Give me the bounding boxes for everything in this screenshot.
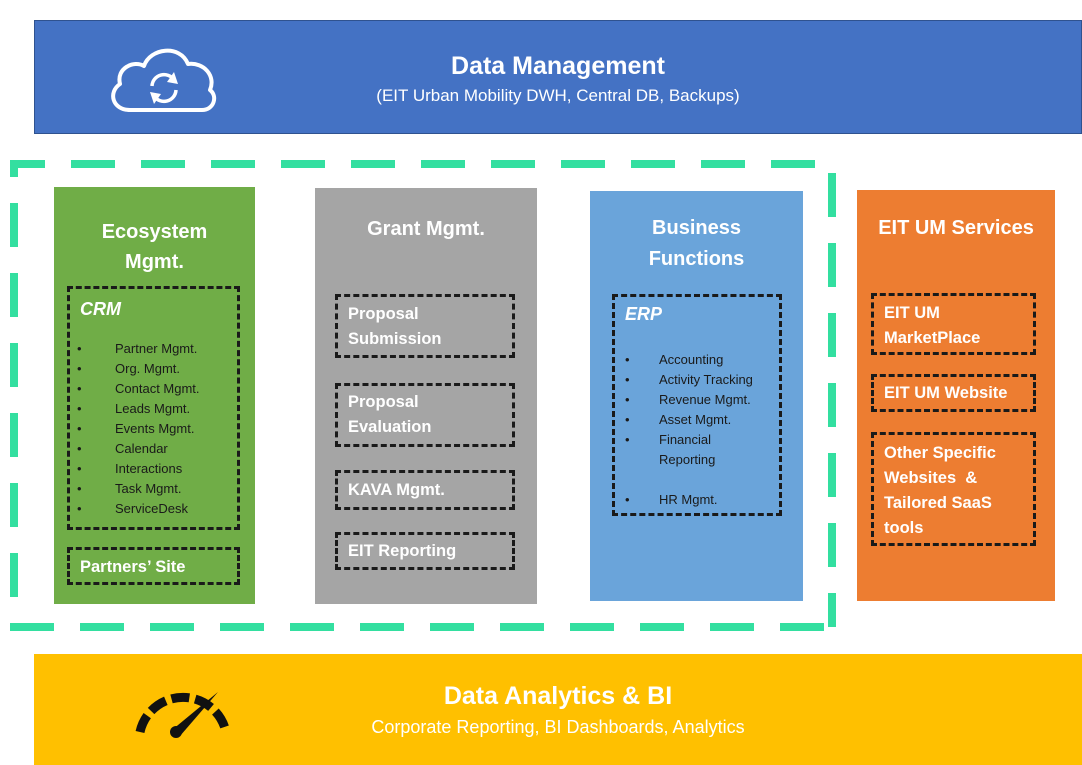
proposal-submission-line2: Submission xyxy=(348,330,442,348)
erp-list: •Accounting •Activity Tracking •Revenue … xyxy=(625,350,780,510)
list-item: •Leads Mgmt. xyxy=(77,401,191,416)
other-sites-box: Other Specific Websites & Tailored SaaS … xyxy=(871,432,1036,546)
other-sites-line4: tools xyxy=(884,519,924,537)
erp-label: ERP xyxy=(625,304,663,324)
business-title-line2: Functions xyxy=(648,248,745,270)
ecosystem-title-line1: Ecosystem xyxy=(101,221,208,243)
proposal-evaluation-line1: Proposal xyxy=(348,393,419,411)
ecosystem-mgmt-column: Ecosystem Mgmt. CRM •Partner Mgmt. •Org.… xyxy=(54,187,255,604)
other-sites-line2: Websites & xyxy=(884,469,978,487)
marketplace-line1: EIT UM xyxy=(884,304,940,322)
list-item: •Interactions xyxy=(77,461,183,476)
speedometer-icon xyxy=(135,692,231,738)
list-item: •Asset Mgmt. xyxy=(625,412,732,427)
marketplace-box: EIT UM MarketPlace xyxy=(871,293,1036,355)
data-analytics-subtitle: Corporate Reporting, BI Dashboards, Anal… xyxy=(371,717,745,737)
kava-mgmt-label: KAVA Mgmt. xyxy=(348,481,445,499)
list-item: •Task Mgmt. xyxy=(77,481,182,496)
erp-box: ERP •Accounting •Activity Tracking •Reve… xyxy=(612,294,782,516)
partners-site-label: Partners’ Site xyxy=(80,558,186,576)
ecosystem-title-line2: Mgmt. xyxy=(125,251,184,273)
data-management-title: Data Management xyxy=(451,52,665,80)
list-item: •ServiceDesk xyxy=(77,501,188,516)
website-box: EIT UM Website xyxy=(871,374,1036,412)
eit-um-services-column: EIT UM Services EIT UM MarketPlace EIT U… xyxy=(857,190,1055,601)
list-item: •Financial xyxy=(625,432,712,447)
proposal-evaluation-line2: Evaluation xyxy=(348,418,432,436)
website-label: EIT UM Website xyxy=(884,384,1008,402)
grant-mgmt-column: Grant Mgmt. Proposal Submission Proposal… xyxy=(315,188,537,604)
other-sites-line1: Other Specific xyxy=(884,444,996,462)
other-sites-line3: Tailored SaaS xyxy=(884,494,992,512)
kava-mgmt-box: KAVA Mgmt. xyxy=(335,470,515,510)
grant-title: Grant Mgmt. xyxy=(367,218,485,240)
list-item: Reporting xyxy=(659,452,716,467)
marketplace-line2: MarketPlace xyxy=(884,329,981,347)
proposal-submission-line1: Proposal xyxy=(348,305,419,323)
list-item: •HR Mgmt. xyxy=(625,492,718,507)
list-item: •Partner Mgmt. xyxy=(77,341,198,356)
business-functions-column: Business Functions ERP •Accounting •Acti… xyxy=(590,191,803,601)
eit-reporting-label: EIT Reporting xyxy=(348,542,457,560)
cloud-sync-icon xyxy=(111,48,217,112)
data-analytics-title: Data Analytics & BI xyxy=(443,682,673,710)
list-item: •Activity Tracking xyxy=(625,372,753,387)
data-management-subtitle: (EIT Urban Mobility DWH, Central DB, Bac… xyxy=(376,86,740,105)
proposal-submission-box: Proposal Submission xyxy=(335,294,515,358)
partners-site-box: Partners’ Site xyxy=(67,547,240,585)
list-item: •Revenue Mgmt. xyxy=(625,392,751,407)
list-item: •Accounting xyxy=(625,352,724,367)
crm-box: CRM •Partner Mgmt. •Org. Mgmt. •Contact … xyxy=(67,286,240,530)
crm-label: CRM xyxy=(80,299,121,319)
list-item: •Calendar xyxy=(77,441,168,456)
crm-list: •Partner Mgmt. •Org. Mgmt. •Contact Mgmt… xyxy=(77,339,237,519)
services-title: EIT UM Services xyxy=(878,217,1034,239)
list-item: •Contact Mgmt. xyxy=(77,381,200,396)
eit-reporting-box: EIT Reporting xyxy=(335,532,515,570)
list-item: •Events Mgmt. xyxy=(77,421,195,436)
proposal-evaluation-box: Proposal Evaluation xyxy=(335,383,515,447)
business-title-line1: Business xyxy=(652,217,741,239)
list-item: •Org. Mgmt. xyxy=(77,361,181,376)
